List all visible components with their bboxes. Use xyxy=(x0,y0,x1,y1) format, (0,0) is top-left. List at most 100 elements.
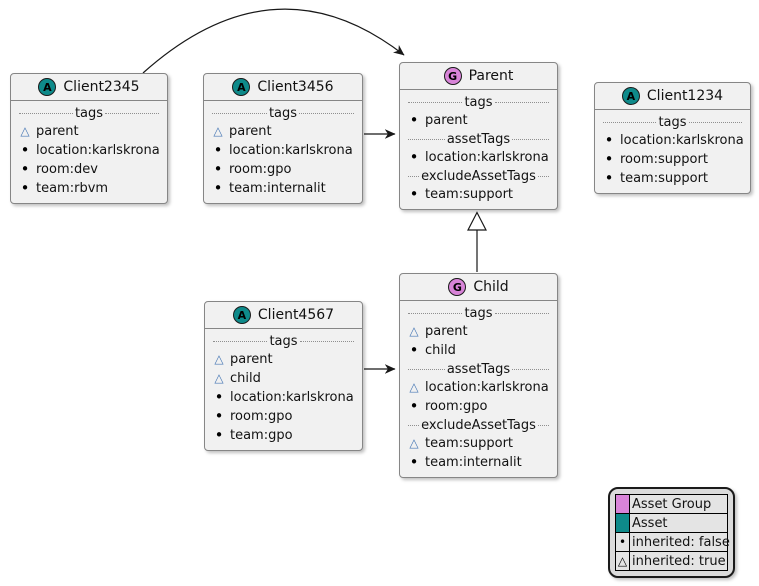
tag-text: team:support xyxy=(425,187,514,202)
tag-item: • room:gpo xyxy=(210,160,356,179)
asset-group-spot-icon: G xyxy=(448,278,467,296)
section-label-tags: tags xyxy=(17,104,161,122)
section-label-asset-tags: assetTags xyxy=(406,130,551,148)
bullet-icon: • xyxy=(604,150,614,168)
tag-item: • team:rbvm xyxy=(17,179,161,198)
asset-spot-icon: A xyxy=(38,78,57,96)
bullet-icon: • xyxy=(409,453,419,471)
section-label-tags: tags xyxy=(406,93,551,111)
node-header: A Client3456 xyxy=(204,74,362,101)
section-label-tags: tags xyxy=(406,304,551,322)
tag-item: • team:internalit xyxy=(210,179,356,198)
section-label-asset-tags: assetTags xyxy=(406,360,551,378)
asset-group-swatch-icon xyxy=(616,495,630,513)
node-title: Client2345 xyxy=(63,79,140,95)
bullet-icon: • xyxy=(616,533,630,551)
tag-text: parent xyxy=(36,124,79,139)
tag-item: △ child xyxy=(211,369,356,388)
node-title: Client1234 xyxy=(646,88,724,104)
asset-spot-icon: A xyxy=(232,78,251,96)
tag-text: room:dev xyxy=(36,162,98,177)
tag-text: team:rbvm xyxy=(36,181,109,196)
tag-text: room:gpo xyxy=(425,399,488,414)
legend-row-asset-group: Asset Group xyxy=(616,495,727,514)
tag-item: • location:karlskrona xyxy=(601,131,744,150)
inherited-triangle-icon: △ xyxy=(20,124,30,138)
bullet-icon: • xyxy=(213,179,223,197)
inherited-triangle-icon: △ xyxy=(213,124,223,138)
bullet-icon: • xyxy=(214,388,224,406)
tag-text: team:internalit xyxy=(425,455,522,470)
tag-text: location:karlskrona xyxy=(229,143,353,158)
class-node-client3456: A Client3456 tags △ parent • location:ka… xyxy=(203,73,363,204)
tag-item: • location:karlskrona xyxy=(406,148,551,167)
node-header: G Parent xyxy=(400,63,557,90)
bullet-icon: • xyxy=(604,131,614,149)
tag-text: room:gpo xyxy=(229,162,292,177)
tag-item: • room:support xyxy=(601,150,744,169)
tag-item: • team:support xyxy=(601,169,744,188)
tag-text: child xyxy=(230,371,261,386)
class-node-child: G Child tags △ parent • child assetTags … xyxy=(399,273,558,478)
bullet-icon: • xyxy=(409,341,419,359)
class-node-client4567: A Client4567 tags △ parent △ child • loc… xyxy=(204,301,363,451)
bullet-icon: • xyxy=(409,397,419,415)
legend-label: inherited: true xyxy=(632,553,726,569)
tag-text: parent xyxy=(230,352,273,367)
bullet-icon: • xyxy=(20,160,30,178)
node-header: G Child xyxy=(400,274,557,301)
tag-text: team:support xyxy=(620,171,709,186)
bullet-icon: • xyxy=(409,148,419,166)
tag-item: △ parent xyxy=(211,350,356,369)
class-node-client1234: A Client1234 tags • location:karlskrona … xyxy=(594,82,751,194)
tag-text: location:karlskrona xyxy=(230,390,354,405)
tag-text: team:gpo xyxy=(230,428,293,443)
tag-text: team:support xyxy=(425,436,514,451)
node-title: Client3456 xyxy=(257,79,334,95)
bullet-icon: • xyxy=(409,185,419,203)
tag-item: • location:karlskrona xyxy=(210,141,356,160)
inherited-triangle-icon: △ xyxy=(409,436,419,450)
section-label-tags: tags xyxy=(211,332,356,350)
node-header: A Client1234 xyxy=(595,83,750,110)
tag-item: • room:gpo xyxy=(211,407,356,426)
bullet-icon: • xyxy=(213,160,223,178)
node-title: Parent xyxy=(468,68,514,84)
bullet-icon: • xyxy=(214,426,224,444)
inheritance-triangle-icon xyxy=(467,211,487,231)
legend-row-inherited-false: • inherited: false xyxy=(616,533,730,552)
asset-spot-icon: A xyxy=(621,87,640,105)
tag-item: • parent xyxy=(406,111,551,130)
section-label-tags: tags xyxy=(601,113,744,131)
tag-item: • team:support xyxy=(406,185,551,204)
tag-text: location:karlskrona xyxy=(425,150,549,165)
tag-text: room:support xyxy=(620,152,708,167)
tag-item: • team:internalit xyxy=(406,453,551,472)
tag-text: parent xyxy=(425,324,468,339)
tag-item: • child xyxy=(406,341,551,360)
tag-item: △ parent xyxy=(17,122,161,141)
inherited-triangle-icon: △ xyxy=(214,371,224,385)
legend-label: Asset xyxy=(632,515,668,531)
tag-item: • room:gpo xyxy=(406,397,551,416)
legend-table: Asset Group Asset • inherited: false △ i… xyxy=(615,494,730,571)
section-label-exclude-asset-tags: excludeAssetTags xyxy=(406,167,551,185)
bullet-icon: • xyxy=(214,407,224,425)
tag-item: • room:dev xyxy=(17,160,161,179)
bullet-icon: • xyxy=(20,141,30,159)
legend: Asset Group Asset • inherited: false △ i… xyxy=(608,487,735,578)
tag-text: child xyxy=(425,343,456,358)
tag-item: • team:gpo xyxy=(211,426,356,445)
node-header: A Client4567 xyxy=(205,302,362,329)
asset-spot-icon: A xyxy=(232,306,251,324)
legend-row-inherited-true: △ inherited: true xyxy=(616,552,727,570)
tag-text: location:karlskrona xyxy=(620,133,744,148)
triangle-icon: △ xyxy=(616,552,630,570)
tag-text: parent xyxy=(229,124,272,139)
asset-swatch-icon xyxy=(616,514,630,532)
bullet-icon: • xyxy=(409,111,419,129)
tag-item: △ parent xyxy=(210,122,356,141)
legend-label: Asset Group xyxy=(632,496,712,512)
inherited-triangle-icon: △ xyxy=(409,380,419,394)
tag-text: room:gpo xyxy=(230,409,293,424)
